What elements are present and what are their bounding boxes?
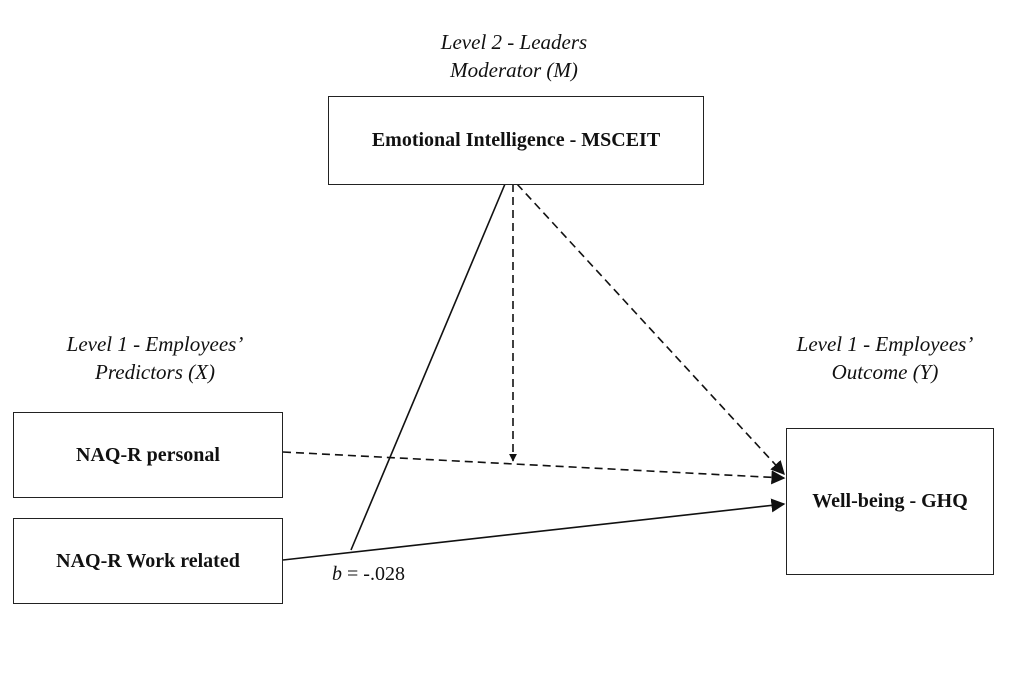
moderator-box: Emotional Intelligence - MSCEIT (328, 96, 704, 185)
moderator-role-label: Moderator (M) (450, 58, 578, 82)
outcome-box-label: Well-being - GHQ (812, 490, 968, 512)
predictor-label-personal: NAQ-R personal (76, 443, 220, 466)
outcome-box: Well-being - GHQ (786, 428, 994, 575)
moderator-box-label: Emotional Intelligence - MSCEIT (371, 129, 661, 151)
coefficient-symbol: b (332, 563, 342, 585)
path-moderator-to-wellbeing (516, 183, 785, 476)
outcome-level-label: Level 1 - Employees’ (796, 332, 974, 356)
moderator-level-label: Level 2 - Leaders (440, 30, 588, 54)
outcome-role-label: Outcome (Y) (831, 360, 939, 384)
coefficient-label: b = -.028 (332, 563, 405, 586)
predictor-box-personal: NAQ-R personal (13, 412, 283, 498)
path-workrelated-to-wellbeing (282, 498, 786, 561)
predictor-label-work-related: NAQ-R Work related (56, 549, 240, 572)
predictors-role-label: Predictors (X) (95, 360, 215, 384)
predictor-box-work-related: NAQ-R Work related (13, 518, 283, 604)
path-personal-to-wellbeing (282, 451, 786, 485)
predictors-level-label: Level 1 - Employees’ (66, 332, 244, 356)
coefficient-value: = -.028 (342, 563, 405, 585)
path-moderator-to-workrelated (350, 183, 506, 551)
